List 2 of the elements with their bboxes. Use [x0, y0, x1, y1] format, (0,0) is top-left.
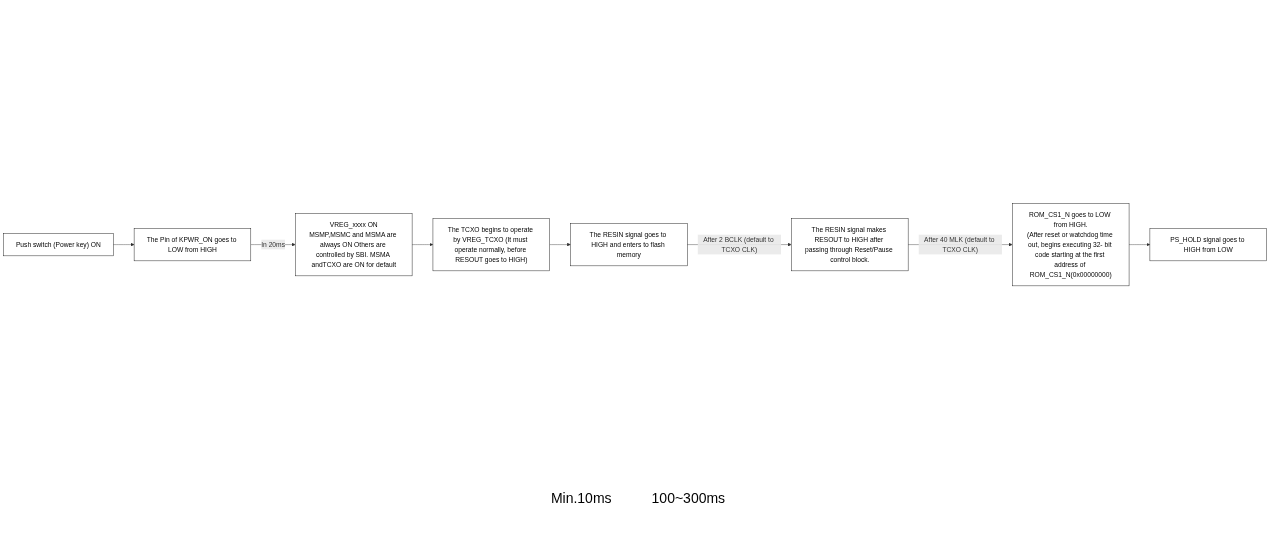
timing-label: Min.10ms — [550, 490, 612, 506]
timing-label: 100~300ms — [651, 490, 726, 506]
